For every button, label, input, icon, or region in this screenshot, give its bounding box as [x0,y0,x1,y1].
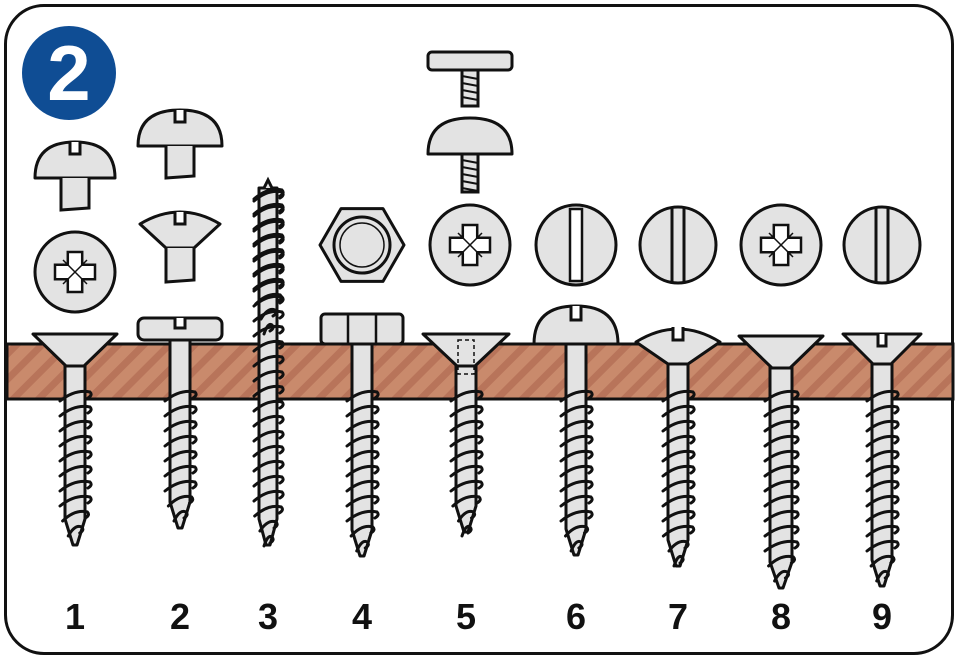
slot [569,306,583,322]
head-top-pozi-1 [33,230,117,314]
screw-label-1: 1 [64,596,86,637]
screw-8 [737,334,825,590]
countersunk-head [841,332,923,366]
screw-7 [634,327,722,568]
screw-thread [163,389,198,523]
head-top-slot-6 [534,203,618,287]
slot [68,142,82,156]
head-top-hex-4 [318,207,406,283]
countersunk-head [31,332,119,368]
slot [671,327,685,342]
head-view-round-2 [136,108,224,180]
step-number-badge: 2 [22,26,116,120]
raised-countersunk-head [634,327,722,366]
slot-view [670,207,686,283]
screw-thread [345,389,380,553]
head-view-round-1 [33,140,117,212]
slot [173,318,187,330]
screw-6 [532,304,620,557]
head-top-slot-7 [638,205,718,285]
hex-edges [346,314,378,344]
slot-view [568,207,584,283]
screw-label-4: 4 [351,596,373,637]
screw-5 [421,332,511,538]
countersunk-head [737,334,825,370]
screw-label-8: 8 [770,596,792,637]
screw-2 [136,316,224,530]
screw-label-6: 6 [565,596,587,637]
screw-shank [768,364,794,590]
screw-shank [454,362,478,534]
slot [876,334,888,348]
screw-1 [31,332,119,547]
screw-4 [319,312,405,558]
cap-recess [457,339,475,375]
screw-thread [252,187,285,336]
screw-thread [58,389,93,538]
head-top-pozi-5 [428,203,512,287]
screw-shank [350,332,374,558]
cap-flat-5 [426,50,514,108]
head-top-slot-9 [842,205,922,285]
screw-label-3: 3 [257,596,279,637]
screw-label-7: 7 [667,596,689,637]
head-top-pozi-8 [739,203,823,287]
screw-label-2: 2 [169,596,191,637]
screw-thread [449,389,484,538]
screw-shank [168,336,192,530]
screw-thread [661,389,696,568]
screw-thread [763,389,800,583]
head-view-countersunk-2 [138,210,222,284]
slot [173,110,187,124]
screw-label-5: 5 [455,596,477,637]
screw-9 [841,332,923,588]
screw-top-tip [262,176,274,189]
screw-3 [252,176,285,548]
slot-view [874,207,890,283]
screw-thread [559,389,594,553]
screw-thread [865,389,900,583]
cap-dome-5 [426,116,514,194]
countersunk-head [421,332,511,368]
hex-head [319,312,405,346]
screw-label-9: 9 [871,596,893,637]
